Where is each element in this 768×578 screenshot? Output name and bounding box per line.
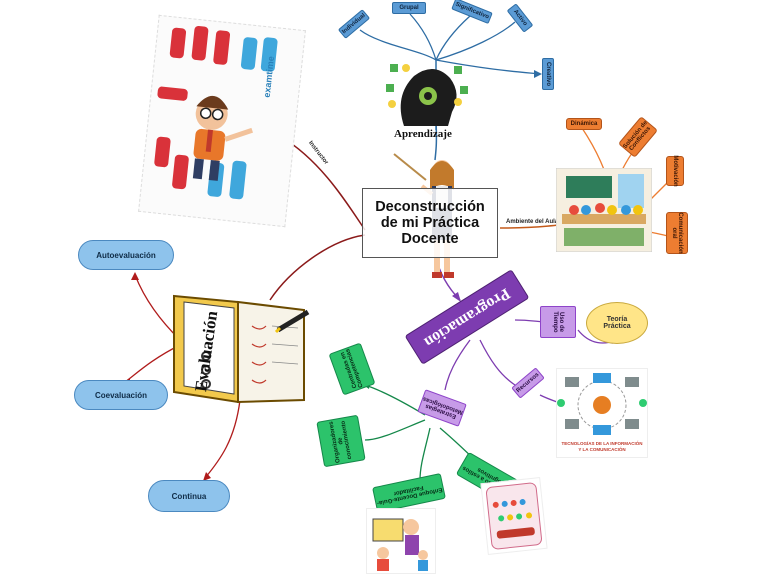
estrategia-node-organizadores[interactable]: Organizadores de conocimiento [316, 414, 366, 468]
arrow-continua [203, 472, 211, 481]
connector-aprendizaje-grupal [409, 13, 437, 61]
connector-prog-estrategias [444, 339, 471, 391]
evaluacion-folder-illustration [173, 294, 310, 404]
estilos-illustration [485, 482, 543, 550]
ambiente-node-dinamica[interactable]: Dinámica [566, 118, 602, 130]
estilos-image [480, 477, 548, 555]
aprendizaje-image: Aprendizaje [384, 56, 472, 144]
aprendizaje-node-grupal[interactable]: Grupal [392, 2, 426, 14]
evaluacion-node-coevaluacion[interactable]: Coevaluación [74, 380, 168, 410]
examtime-instructor-image: examtime [138, 14, 306, 228]
connector-prog-recursos [479, 339, 516, 386]
programacion-node-uso-tiempo[interactable]: Uso de Tiempo [540, 306, 576, 338]
classroom-image [555, 167, 653, 253]
branch-label-ambiente: Ambiente del Aula [506, 219, 559, 225]
classroom-illustration [555, 167, 653, 253]
aprendizaje-title: Aprendizaje [394, 128, 452, 140]
teoria-line-2: Práctica [603, 323, 631, 330]
central-line-3: Docente [401, 231, 459, 247]
connector-central-evaluacion [269, 234, 366, 301]
connector-aprendizaje-significativo [435, 15, 471, 61]
examtime-logo: examtime [262, 56, 276, 98]
central-line-1: Deconstrucción [375, 199, 485, 215]
evaluacion-node-continua[interactable]: Continua [148, 480, 230, 512]
teoria-line-1: Teoría [606, 316, 628, 323]
connector-estr-competencias [364, 384, 426, 416]
ambiente-node-motivacion[interactable]: Motivación [666, 155, 684, 187]
arrow-auto [131, 272, 139, 280]
connector-aprendizaje-individual [359, 29, 437, 61]
aprendizaje-node-creativo[interactable]: Creativo [542, 58, 554, 90]
connector-estr-enfoque [419, 427, 431, 481]
central-line-2: de mi Práctica [380, 215, 480, 231]
ambiente-node-comunicacion[interactable]: Comunicación oral [666, 212, 688, 254]
tic-image: TECNOLOGÍAS DE LA INFORMACIÓN Y LA COMUN… [556, 368, 648, 458]
programacion-node-teoria-practica[interactable]: Teoría Práctica [586, 302, 648, 344]
tic-caption-1: TECNOLOGÍAS DE LA INFORMACIÓN [561, 441, 643, 446]
connector-aprendizaje-activo [435, 21, 516, 61]
tic-illustration [557, 373, 647, 435]
connector-evaluacion-continua [204, 399, 241, 479]
evaluacion-node-autoevaluacion[interactable]: Autoevaluación [78, 240, 174, 270]
connector-estr-organizadores [364, 419, 426, 441]
enfoque-illustration [372, 518, 428, 571]
brain-head-icon [386, 64, 468, 126]
enfoque-image [366, 508, 436, 574]
arrow-creativo [534, 70, 542, 78]
connector-aprendizaje-creativo [435, 59, 541, 75]
evaluacion-folder-image[interactable]: Evaluación [168, 282, 312, 406]
central-topic[interactable]: Deconstrucción de mi Práctica Docente [362, 188, 498, 258]
instructor-illustration: examtime [154, 26, 278, 200]
tic-caption-2: Y LA COMUNICACIÓN [578, 447, 626, 452]
arrow-programacion [452, 292, 461, 302]
